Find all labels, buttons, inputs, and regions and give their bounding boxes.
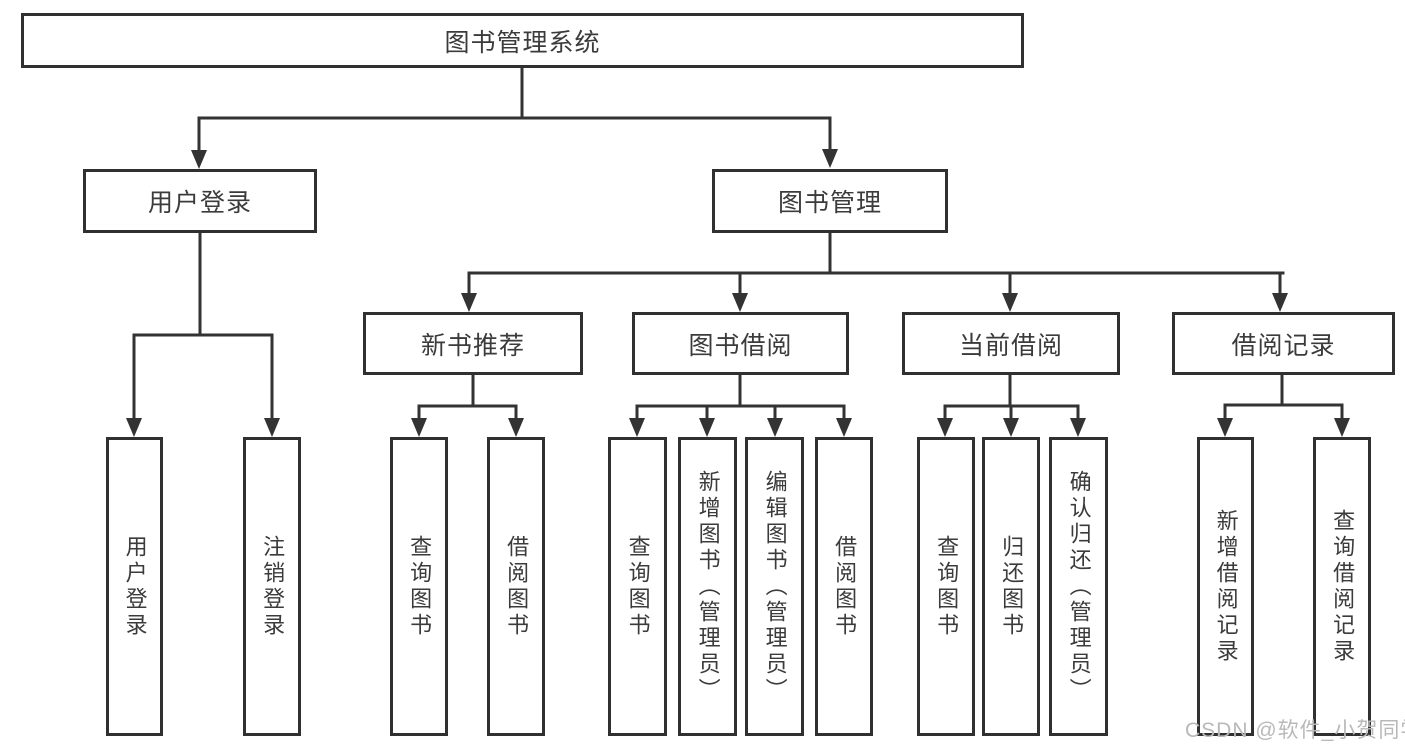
leaf-records-query-record-label: 查询借阅记录 [1330,508,1356,665]
node-user-login-label: 用户登录 [147,189,252,217]
leaf-records-add-record: 新增借阅记录 [1197,437,1254,736]
node-book-management: 图书管理 [712,169,948,233]
leaf-records-query-record: 查询借阅记录 [1313,437,1371,736]
node-book-borrow-label: 图书借阅 [688,331,793,360]
node-new-book-recommend: 新书推荐 [363,312,583,375]
leaf-borrow-add-books-admin-label: 新增图书（管理员） [695,469,721,704]
leaf-borrow-query-books-label: 查询图书 [625,534,651,639]
leaf-user-login: 用户登录 [106,437,163,736]
arrowheads [126,149,1350,437]
leaf-newbook-query-books: 查询图书 [390,437,448,736]
leaf-current-query-books: 查询图书 [917,437,975,736]
csdn-watermark: CSDN @软件_小贺同学 [1185,719,1405,742]
leaf-current-confirm-return-admin: 确认归还（管理员） [1049,437,1108,736]
node-root-label: 图书管理系统 [444,28,601,57]
leaf-borrow-borrow-books: 借阅图书 [815,437,873,736]
leaf-borrow-add-books-admin: 新增图书（管理员） [678,437,737,736]
connector-paths [132,66,1344,422]
leaf-current-confirm-return-admin-label: 确认归还（管理员） [1066,469,1092,704]
node-borrow-records-label: 借阅记录 [1231,331,1336,360]
leaf-records-add-record-label: 新增借阅记录 [1213,508,1239,665]
leaf-borrow-edit-books-admin-label: 编辑图书（管理员） [762,469,788,704]
node-new-book-recommend-label: 新书推荐 [420,331,525,360]
node-user-login: 用户登录 [83,169,317,233]
node-book-borrow: 图书借阅 [632,312,849,375]
node-book-management-label: 图书管理 [777,189,882,217]
leaf-newbook-borrow-books: 借阅图书 [487,437,545,736]
leaf-logout-label: 注销登录 [260,534,286,639]
node-current-borrow: 当前借阅 [902,312,1120,375]
node-borrow-records: 借阅记录 [1172,312,1395,375]
leaf-current-query-books-label: 查询图书 [934,534,960,639]
leaf-current-return-books: 归还图书 [982,437,1040,736]
leaf-logout: 注销登录 [243,437,301,736]
leaf-user-login-label: 用户登录 [122,534,148,639]
leaf-borrow-query-books: 查询图书 [608,437,667,736]
leaf-borrow-edit-books-admin: 编辑图书（管理员） [745,437,804,736]
leaf-borrow-borrow-books-label: 借阅图书 [832,534,858,639]
leaf-newbook-borrow-books-label: 借阅图书 [504,534,530,639]
node-current-borrow-label: 当前借阅 [958,331,1063,360]
leaf-current-return-books-label: 归还图书 [999,534,1025,639]
leaf-newbook-query-books-label: 查询图书 [407,534,433,639]
node-root-library-system: 图书管理系统 [21,13,1024,68]
